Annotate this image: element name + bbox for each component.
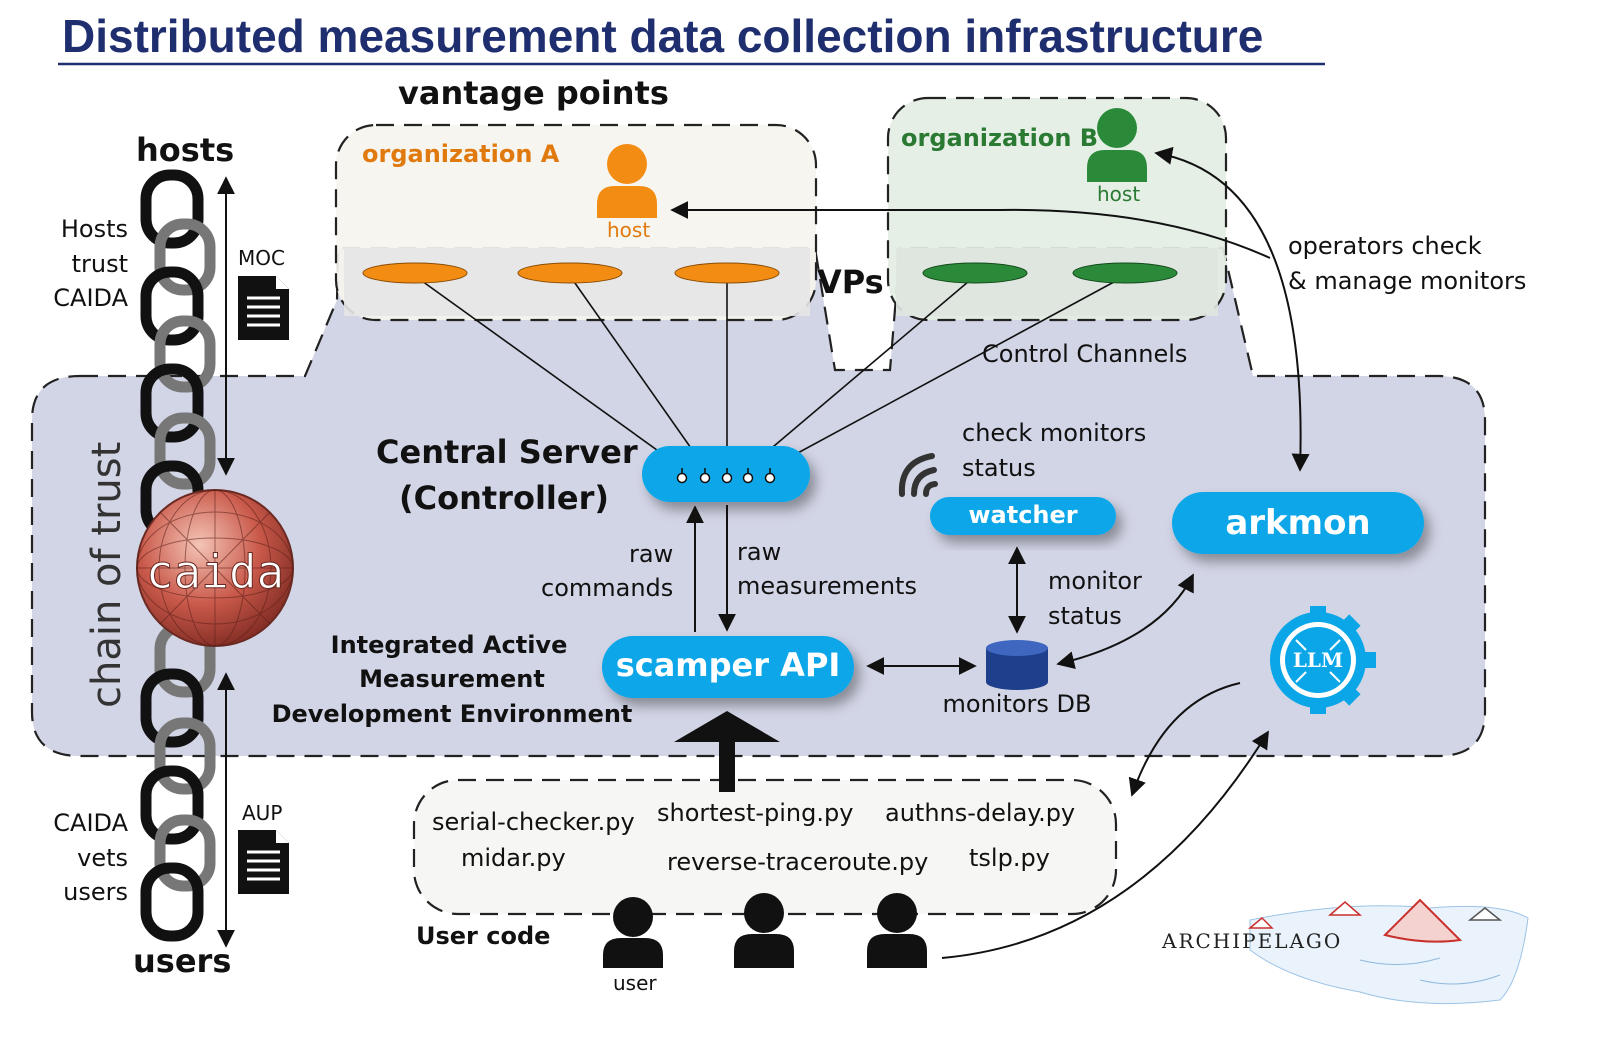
hosts-trust-line1: Hosts (61, 215, 128, 243)
user-label: user (613, 971, 657, 995)
monitors-db-label: monitors DB (943, 690, 1092, 718)
arkmon-node[interactable] (1172, 492, 1424, 554)
vp-a2[interactable] (517, 262, 623, 284)
control-channels-label: Control Channels (982, 340, 1187, 368)
monitor-status-line1: monitor (1048, 567, 1142, 595)
user-icon-3 (867, 893, 927, 968)
db-arkmon-arrow (1056, 573, 1194, 670)
chain-of-trust-label: chain of trust (84, 442, 130, 708)
vp-b1[interactable] (922, 262, 1028, 284)
script-reverse-traceroute: reverse-traceroute.py (667, 848, 928, 876)
vp-b2[interactable] (1072, 262, 1178, 284)
caida-vets-line3: users (63, 878, 128, 906)
central-server-title-1: Central Server (376, 433, 638, 471)
user-icon-2 (734, 893, 794, 968)
iamde-line3: Development Environment (272, 700, 633, 728)
caida-vets-line2: vets (77, 844, 128, 872)
central-server-ports (676, 472, 776, 484)
org-b-host-icon (1087, 108, 1147, 182)
org-b-vp-strip (896, 248, 1218, 316)
caida-vets-line1: CAIDA (53, 809, 128, 837)
user-code-label: User code (416, 922, 550, 950)
caida-logo (136, 489, 294, 647)
aup-label: AUP (242, 801, 282, 825)
check-status-line2: status (962, 454, 1036, 482)
scamper-api-label: scamper API (616, 646, 841, 684)
control-channel-lines (414, 275, 1126, 469)
org-a-host-icon (597, 144, 657, 218)
archipelago-logo (1247, 898, 1529, 1005)
monitors-db-icon (986, 640, 1048, 690)
script-midar: midar.py (461, 844, 566, 872)
org-b-label: organization B (901, 124, 1098, 152)
user-code-submit-arrow (674, 711, 780, 792)
archipelago-label: ARCHIPELAGO (1161, 929, 1342, 953)
raw-measurements-line2: measurements (737, 572, 917, 600)
scamper-api-node[interactable] (602, 636, 854, 698)
vp-a1[interactable] (362, 262, 468, 284)
org-b-host-label: host (1097, 182, 1140, 206)
script-serial-checker: serial-checker.py (432, 808, 635, 836)
user-icon-1 (603, 897, 663, 968)
watcher-node[interactable] (930, 497, 1116, 535)
hosts-label: hosts (136, 131, 234, 169)
central-server-port-stems (681, 468, 771, 474)
central-server-title-2: (Controller) (399, 479, 609, 517)
hosts-trust-line3: CAIDA (53, 284, 128, 312)
vantage-points-label: vantage points (398, 74, 669, 112)
script-tslp: tslp.py (969, 844, 1050, 872)
watcher-label: watcher (968, 501, 1077, 529)
operators-arrow-org-b-arkmon (1154, 146, 1310, 472)
vps-label: VPs (817, 263, 884, 301)
caida-logo-text: caida (146, 545, 284, 599)
moc-document-icon (238, 276, 289, 340)
raw-commands-line2: commands (541, 574, 673, 602)
aup-document-icon (238, 830, 289, 894)
check-status-line1: check monitors (962, 419, 1146, 447)
llm-label: LLM (1293, 648, 1343, 672)
arkmon-label: arkmon (1225, 503, 1370, 543)
wifi-icon (898, 453, 938, 497)
users-llm-arrow (941, 730, 1269, 959)
script-shortest-ping: shortest-ping.py (657, 799, 853, 827)
vp-a3[interactable] (674, 262, 780, 284)
moc-label: MOC (238, 246, 285, 270)
org-a-label: organization A (362, 140, 560, 168)
raw-commands-line1: raw (629, 540, 673, 568)
llm-usercode-arrow (1128, 682, 1241, 797)
operators-label-line1: operators check (1288, 232, 1482, 260)
raw-measurements-line1: raw (737, 538, 781, 566)
org-a-host-label: host (607, 218, 650, 242)
monitor-status-line2: status (1048, 602, 1122, 630)
llm-icon (1270, 606, 1376, 714)
iamde-line2: Measurement (359, 665, 545, 693)
iamde-line1: Integrated Active (331, 631, 568, 659)
users-label: users (133, 942, 231, 980)
operators-label-line2: & manage monitors (1288, 267, 1526, 295)
page-title: Distributed measurement data collection … (62, 10, 1263, 62)
hosts-trust-line2: trust (72, 250, 128, 278)
script-authns-delay: authns-delay.py (885, 799, 1075, 827)
